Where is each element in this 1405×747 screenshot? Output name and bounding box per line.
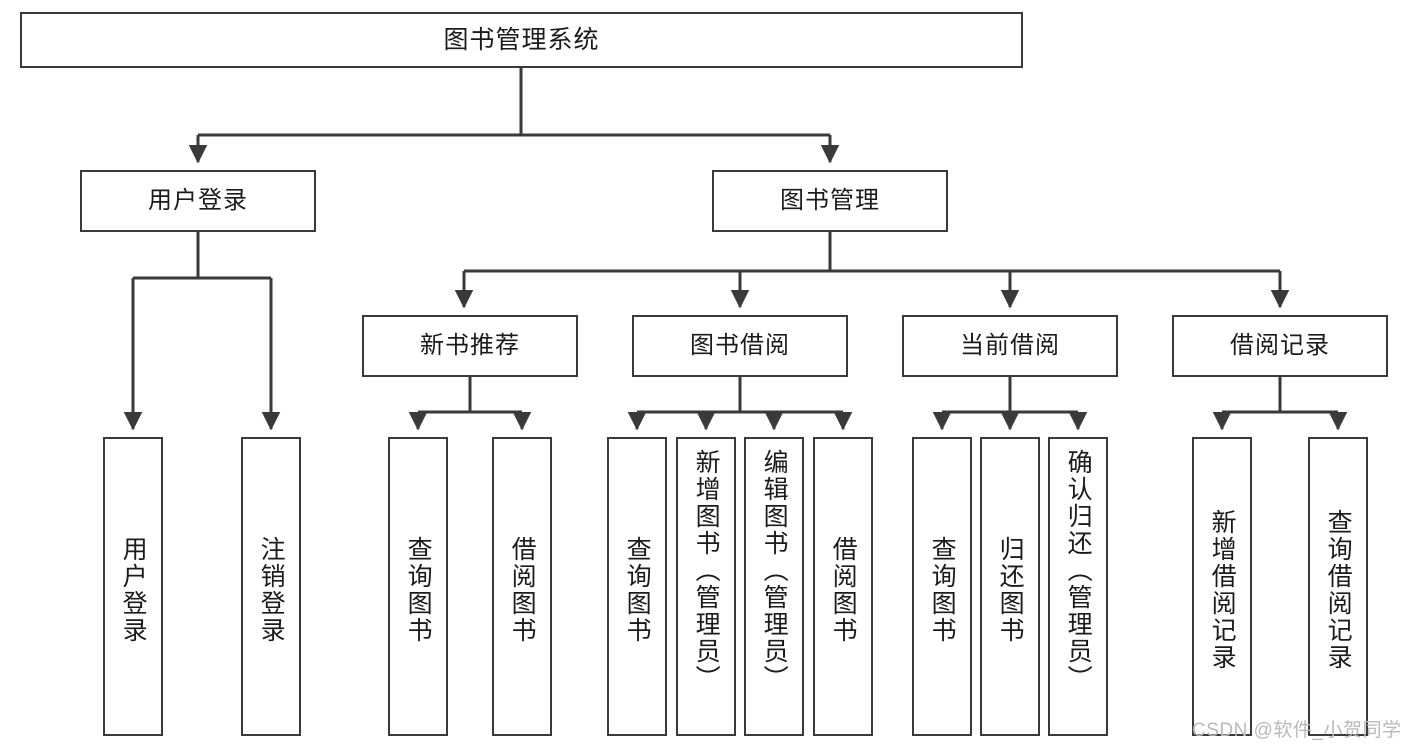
node-label: 借阅图书 [829,535,858,644]
node-user-login[interactable]: 用户登录 [80,170,316,232]
node-leaf-logout[interactable]: 注销登录 [241,437,301,736]
node-label: 新增借阅记录 [1208,508,1237,671]
node-label: 用户登录 [119,535,148,644]
node-leaf-borrow-book[interactable]: 借阅图书 [813,437,873,736]
node-root-book-management-system[interactable]: 图书管理系统 [20,12,1023,68]
csdn-watermark: CSDN @软件_小贺同学 [1192,720,1402,741]
node-borrow-record[interactable]: 借阅记录 [1172,315,1388,377]
node-new-book-recommend[interactable]: 新书推荐 [362,315,578,377]
node-leaf-query-book-recommend[interactable]: 查询图书 [388,437,448,736]
node-label: 查询图书 [404,535,433,644]
node-label: 当前借阅 [960,332,1060,360]
node-label: 借阅记录 [1230,332,1330,360]
node-label: 新增图书（管理员） [692,449,721,692]
node-leaf-edit-book-admin[interactable]: 编辑图书（管理员） [744,437,804,736]
node-label: 查询图书 [928,535,957,644]
node-leaf-add-borrow-record[interactable]: 新增借阅记录 [1192,437,1252,736]
node-current-borrow[interactable]: 当前借阅 [902,315,1118,377]
node-leaf-confirm-return-admin[interactable]: 确认归还（管理员） [1048,437,1108,736]
node-label: 确认归还（管理员） [1064,449,1093,692]
node-leaf-add-book-admin[interactable]: 新增图书（管理员） [676,437,736,736]
node-label: 图书管理 [780,187,880,215]
node-label: 注销登录 [257,535,286,644]
node-leaf-query-book-borrow[interactable]: 查询图书 [607,437,667,736]
node-leaf-user-login[interactable]: 用户登录 [103,437,163,736]
node-label: 查询借阅记录 [1324,508,1353,671]
node-label: 新书推荐 [420,332,520,360]
node-book-management[interactable]: 图书管理 [712,170,948,232]
node-label: 编辑图书（管理员） [760,449,789,692]
node-leaf-borrow-book-recommend[interactable]: 借阅图书 [492,437,552,736]
node-leaf-return-book[interactable]: 归还图书 [980,437,1040,736]
node-label: 归还图书 [996,535,1025,644]
node-label: 用户登录 [148,187,248,215]
node-leaf-query-book-current[interactable]: 查询图书 [912,437,972,736]
node-label: 借阅图书 [508,535,537,644]
node-leaf-query-borrow-record[interactable]: 查询借阅记录 [1308,437,1368,736]
node-label: 查询图书 [623,535,652,644]
node-book-borrow[interactable]: 图书借阅 [632,315,848,377]
node-label: 图书借阅 [690,332,790,360]
node-label: 图书管理系统 [443,25,600,54]
